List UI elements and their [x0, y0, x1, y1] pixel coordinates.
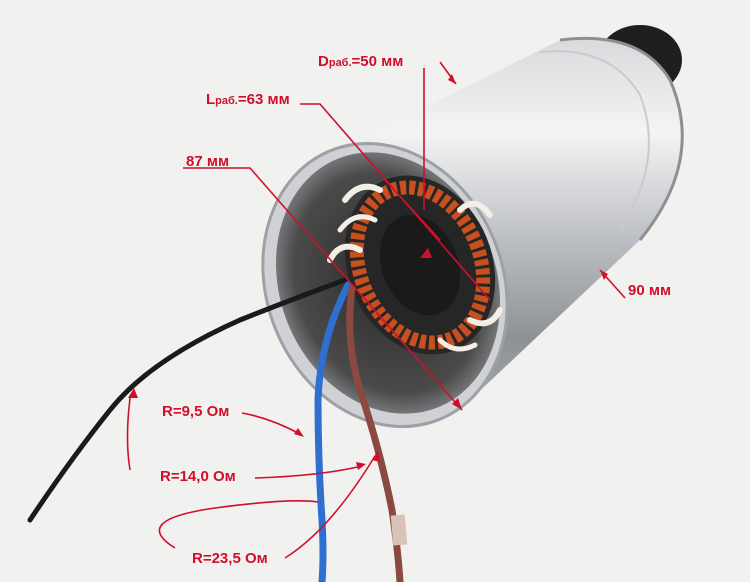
outer-diameter-label: 90 мм [628, 282, 672, 299]
wire-black [27, 277, 348, 523]
dimension-lines [126, 61, 626, 559]
resistance-label-2: R=14,0 Ом [160, 468, 236, 485]
wire-blue [314, 281, 352, 582]
inner-length-label: 87 мм [186, 153, 230, 170]
resistance-label-1: R=9,5 Ом [162, 403, 230, 420]
lead-wires [27, 277, 408, 582]
length-label: Lраб.=63 мм [206, 91, 290, 108]
diameter-label: Dраб.=50 мм [318, 53, 404, 70]
resistance-label-3: R=23,5 Ом [192, 550, 268, 567]
